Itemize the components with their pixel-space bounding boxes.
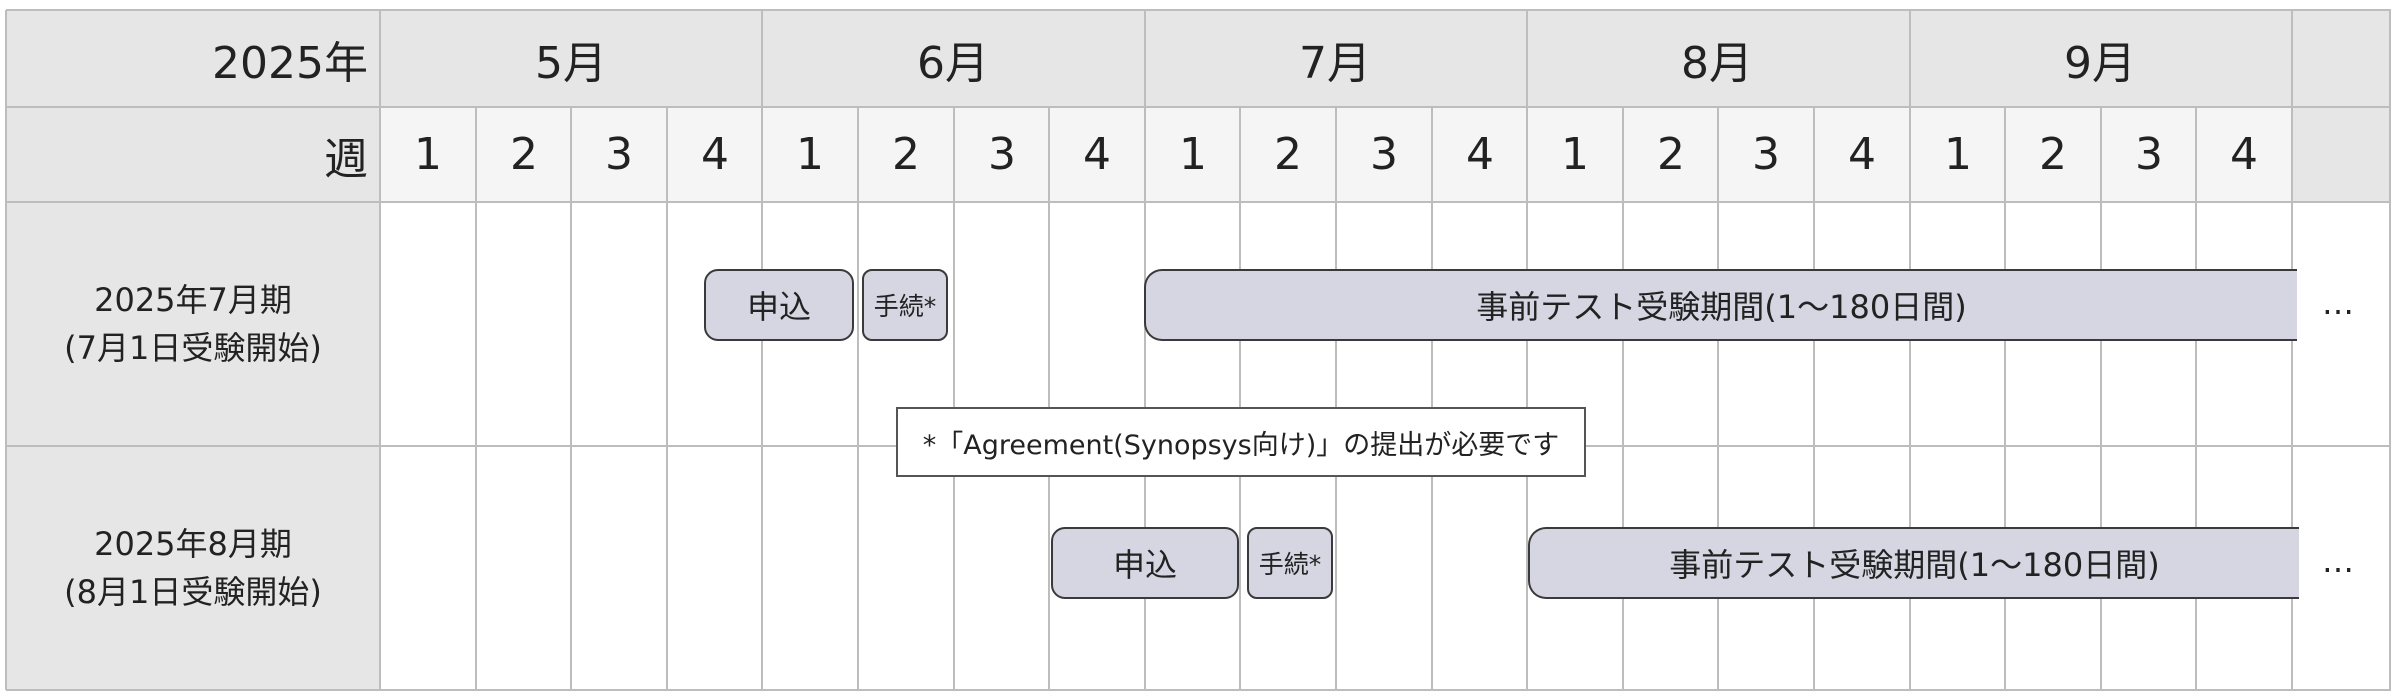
week-number: 2: [1657, 129, 1685, 180]
year-label: 2025年: [212, 37, 368, 89]
month-august: 8月: [1681, 37, 1753, 89]
row-label-august-term: 2025年8月期 (8月1日受験開始): [6, 446, 380, 690]
grid-line-week: [1431, 107, 1433, 690]
week-number: 1: [1179, 129, 1207, 180]
row-label-line1: 2025年8月期: [94, 525, 292, 563]
grid-line-week: [857, 107, 859, 690]
week-number: 3: [605, 129, 633, 180]
month-september: 9月: [2064, 37, 2136, 89]
grid-line-week: [1622, 107, 1624, 690]
row-label-line2: (8月1日受験開始): [64, 573, 322, 611]
week-number: 1: [414, 129, 442, 180]
footnote-box: *「Agreement(Synopsys向け)」の提出が必要です: [896, 407, 1586, 477]
grid-line-week: [1048, 107, 1050, 690]
grid-line-header-bottom: [6, 201, 2391, 203]
row-label-line1: 2025年7月期: [94, 281, 292, 319]
week-number: 2: [510, 129, 538, 180]
grid-line-week: [2100, 107, 2102, 690]
grid-line-week: [953, 107, 955, 690]
test-period-bar: 事前テスト受験期間(1〜180日間): [1528, 527, 2299, 599]
week-number: 2: [1274, 129, 1302, 180]
grid-line-top: [6, 9, 2391, 11]
grid-line-month: [1526, 10, 1528, 690]
grid-line-bottom: [6, 689, 2391, 691]
month-june: 6月: [917, 37, 989, 89]
month-may: 5月: [535, 37, 607, 89]
month-july: 7月: [1299, 37, 1371, 89]
week-header-label: 週: [324, 133, 368, 185]
week-number: 1: [796, 129, 824, 180]
week-number: 3: [988, 129, 1016, 180]
week-number: 4: [2230, 129, 2258, 180]
week-number: 1: [1944, 129, 1972, 180]
week-number: 2: [2039, 129, 2067, 180]
week-number: 3: [1752, 129, 1780, 180]
grid-line-header: [6, 106, 2391, 108]
grid-line-week: [1239, 107, 1241, 690]
grid-line-week: [475, 107, 477, 690]
week-number: 4: [1466, 129, 1494, 180]
grid-line-week: [1717, 107, 1719, 690]
grid-line-week: [1813, 107, 1815, 690]
week-number: 4: [1848, 129, 1876, 180]
procedure-bar: 手続*: [862, 269, 948, 341]
grid-line-right: [2389, 10, 2391, 690]
grid-line-week: [1335, 107, 1337, 690]
grid-line-month: [1144, 10, 1146, 690]
week-number: 4: [1083, 129, 1111, 180]
week-number: 2: [892, 129, 920, 180]
row-label-july-term: 2025年7月期 (7月1日受験開始): [6, 202, 380, 446]
week-number: 3: [1370, 129, 1398, 180]
grid-line-week: [2195, 107, 2197, 690]
grid-line-label-edge: [379, 10, 381, 690]
test-period-bar: 事前テスト受験期間(1〜180日間): [1144, 269, 2297, 341]
grid-line-week: [666, 107, 668, 690]
grid-line-month: [761, 10, 763, 690]
week-number: 3: [2135, 129, 2163, 180]
grid-line-left: [5, 10, 7, 690]
continuation-ellipsis: …: [2322, 284, 2356, 322]
week-number: 1: [1561, 129, 1589, 180]
apply-bar: 申込: [1051, 527, 1239, 599]
grid-line-week: [2004, 107, 2006, 690]
grid-line-month: [1909, 10, 1911, 690]
continuation-ellipsis: …: [2322, 542, 2356, 580]
grid-line-week: [570, 107, 572, 690]
week-number: 4: [701, 129, 729, 180]
grid-line-month: [2291, 10, 2293, 690]
apply-bar: 申込: [704, 269, 854, 341]
procedure-bar: 手続*: [1247, 527, 1333, 599]
row-label-line2: (7月1日受験開始): [64, 329, 322, 367]
